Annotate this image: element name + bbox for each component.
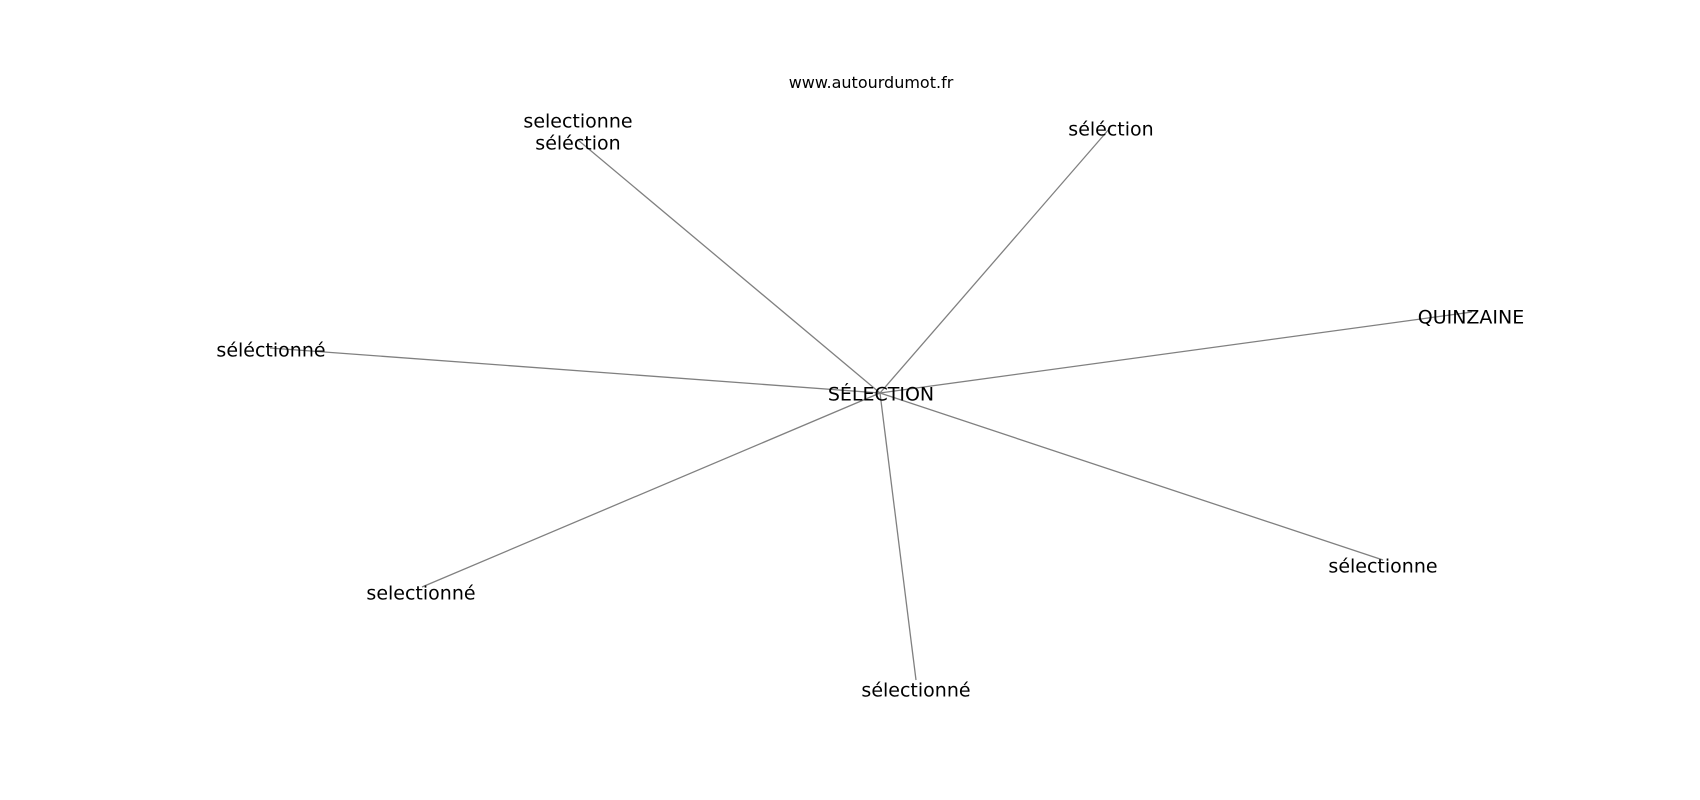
graph-edge: [879, 392, 917, 681]
graph-edge: [421, 392, 881, 588]
graph-node-label[interactable]: QUINZAINE: [1418, 307, 1525, 329]
graph-node-label[interactable]: selectionné: [366, 583, 475, 605]
graph-node-label[interactable]: selectionne: [523, 111, 632, 133]
graph-edge: [879, 127, 1111, 394]
graph-labels: www.autourdumot.fr selectionneséléctions…: [216, 73, 1524, 702]
graph-edge: [269, 347, 881, 394]
graph-edge: [577, 139, 881, 394]
graph-node-label[interactable]: séléction: [1068, 119, 1153, 141]
graph-edges: [269, 127, 1473, 681]
site-url: www.autourdumot.fr: [789, 73, 954, 92]
graph-node-label[interactable]: sélectionné: [861, 680, 970, 702]
graph-node-label[interactable]: sélectionne: [1328, 556, 1437, 578]
graph-node-label[interactable]: séléctionné: [216, 340, 325, 362]
graph-edge: [879, 311, 1473, 394]
graph-center-label[interactable]: SÉLECTION: [828, 383, 934, 406]
graph-edge: [879, 392, 1384, 561]
graph-node-label[interactable]: séléction: [535, 133, 620, 155]
